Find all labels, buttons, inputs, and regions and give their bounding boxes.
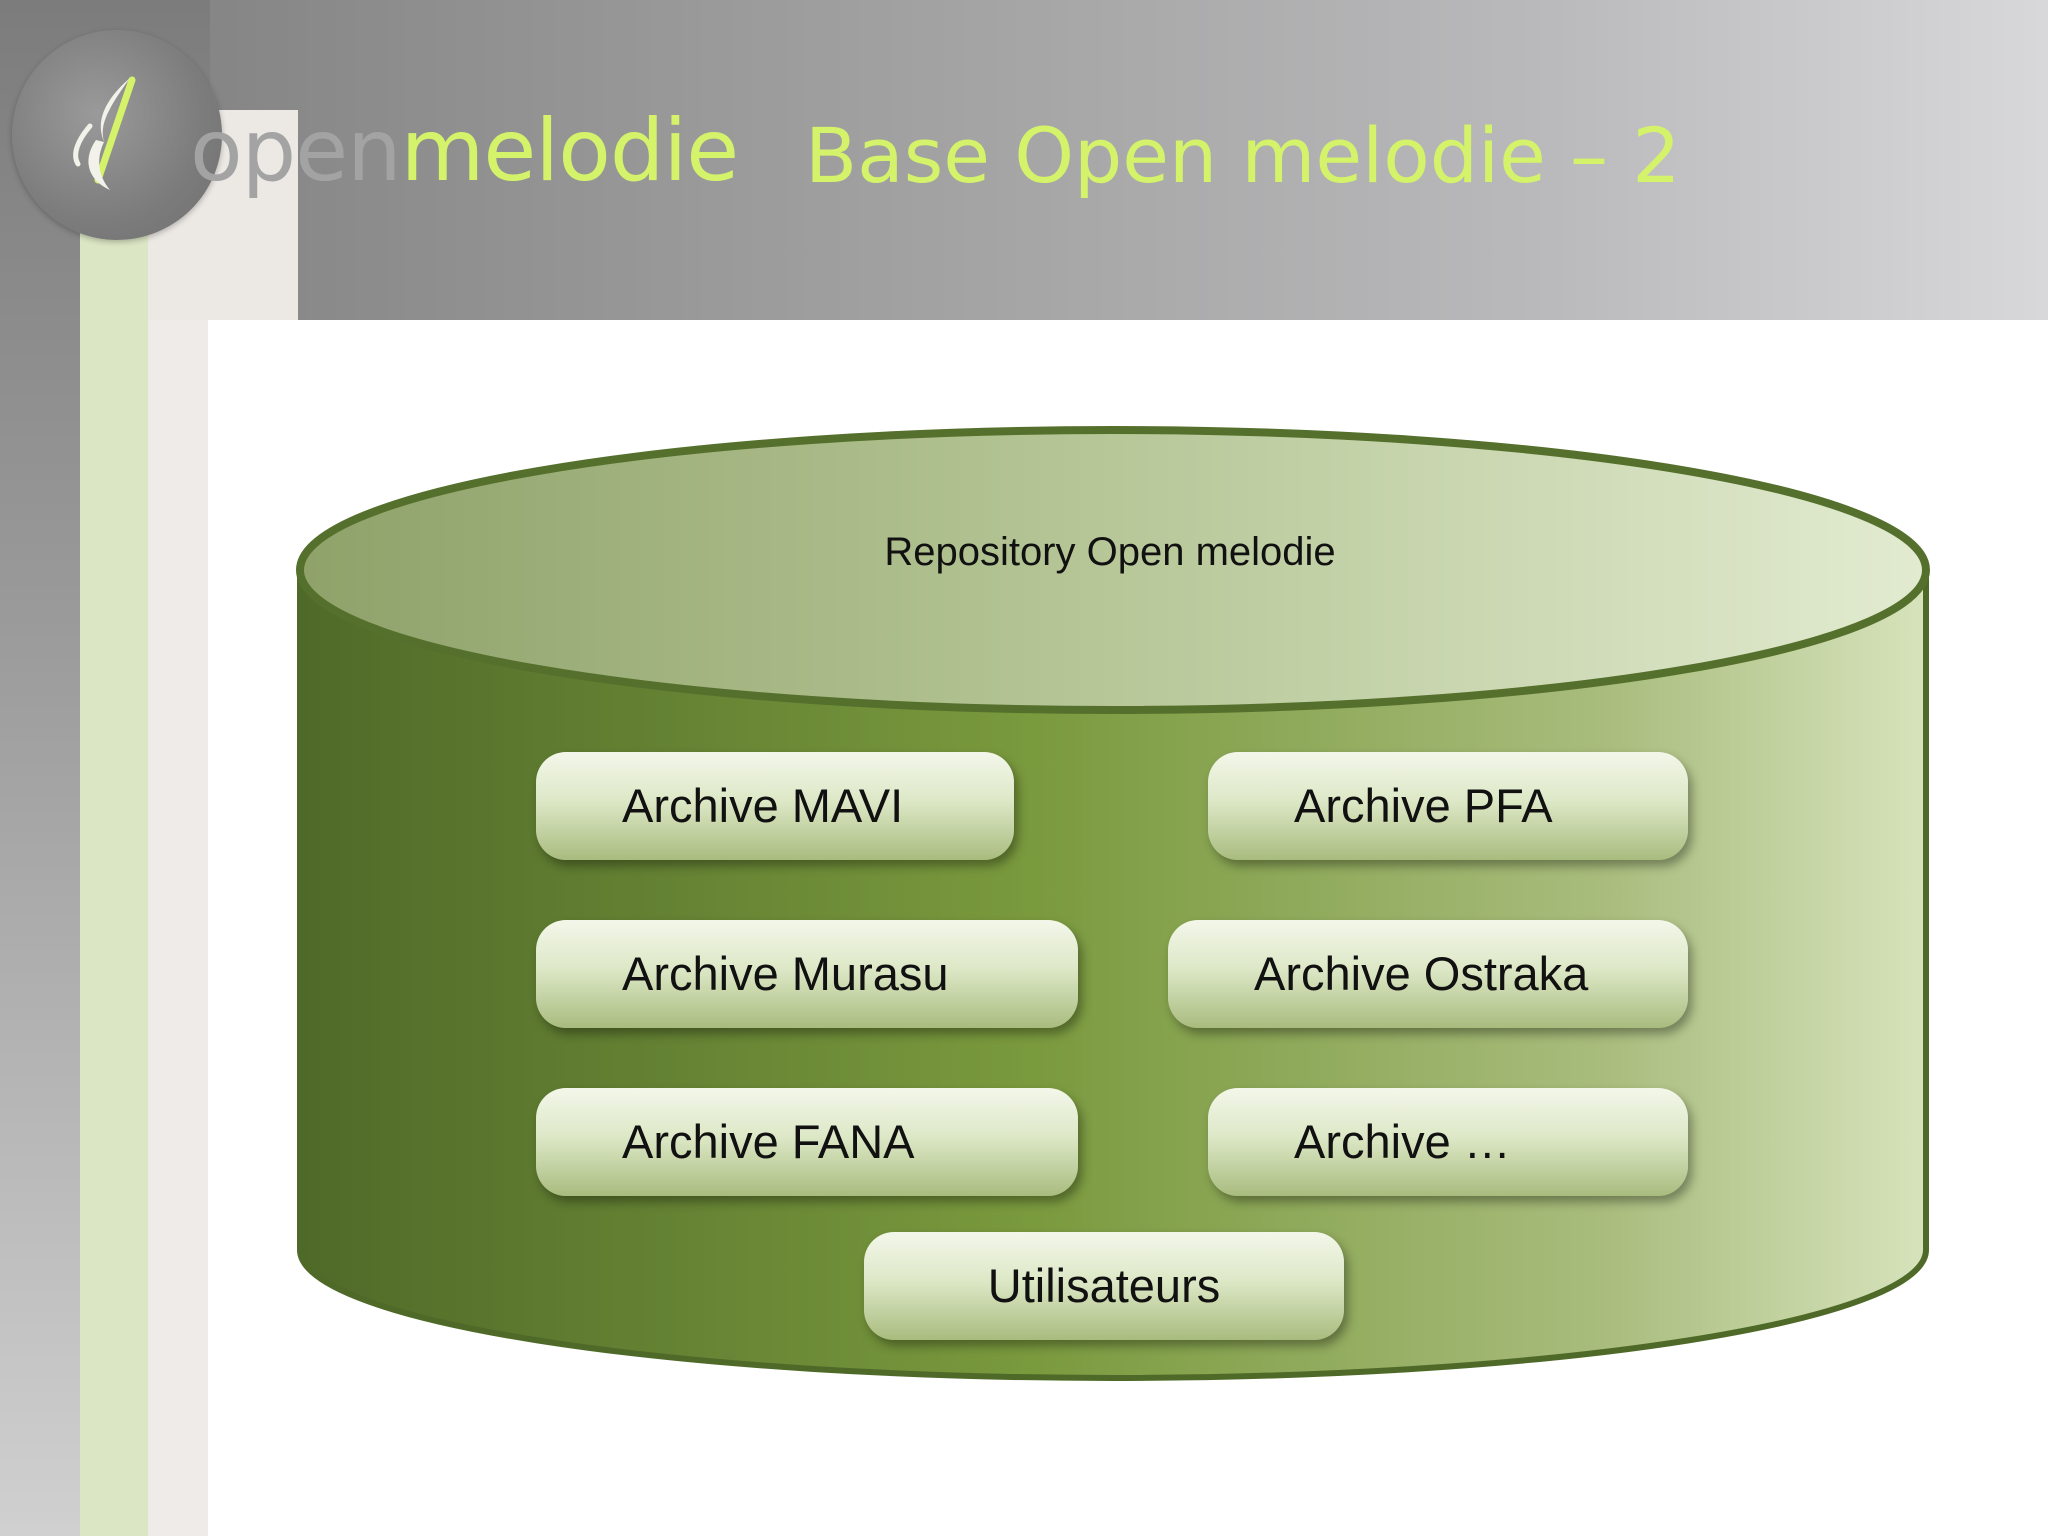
decorative-stripe: [148, 320, 208, 1536]
decorative-stripe: [80, 62, 148, 1536]
slide-title: Base Open melodie – 2: [805, 111, 1681, 200]
logo-melodie-text: melodie: [400, 101, 740, 201]
quill-icon: [73, 76, 136, 190]
utilisateurs-box: Utilisateurs: [864, 1232, 1344, 1340]
archive-other-box: Archive …: [1208, 1088, 1688, 1196]
header-background: [0, 0, 2048, 320]
archive-murasu-box: Archive Murasu: [536, 920, 1078, 1028]
archive-pfa-box: Archive PFA: [1208, 752, 1688, 860]
logo-wordmark: openmelodie: [190, 108, 739, 194]
repository-label: Repository Open melodie: [884, 530, 1336, 574]
archive-mavi-box: Archive MAVI: [536, 752, 1014, 860]
archive-fana-box: Archive FANA: [536, 1088, 1078, 1196]
logo-emblem: [12, 30, 222, 240]
logo-open-text: open: [190, 101, 402, 201]
cylinder-top: [296, 426, 1930, 714]
archive-ostraka-box: Archive Ostraka: [1168, 920, 1688, 1028]
